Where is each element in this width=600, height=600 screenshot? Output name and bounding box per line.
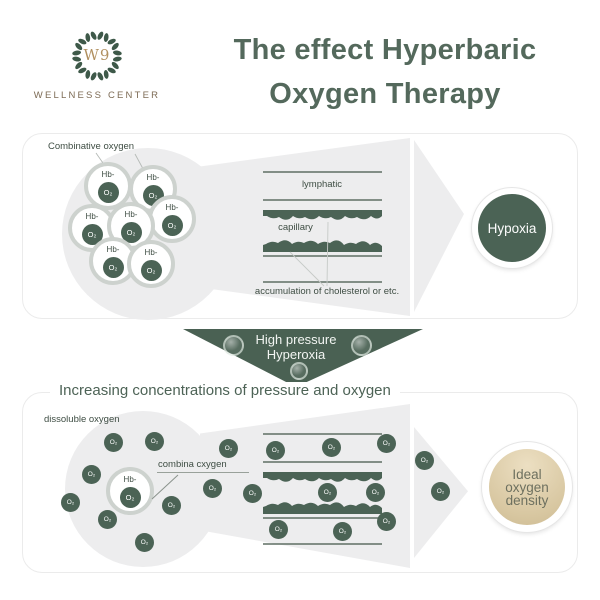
logo-name: WELLNESS CENTER — [33, 90, 161, 101]
hb-label: Hb- — [123, 475, 137, 484]
ideal-line3: density — [505, 492, 549, 508]
o2-molecule: O₂ — [318, 483, 337, 502]
vessel-diagram — [263, 171, 382, 287]
combined-label-underline — [157, 472, 249, 473]
hb-label: Hb- — [165, 203, 179, 212]
title-line2: Oxygen Therapy — [269, 78, 501, 110]
bubble-icon — [223, 335, 244, 356]
wellness-wreath-logo-icon — [72, 31, 122, 81]
increasing-caption: Increasing concentrations of pressure an… — [50, 382, 400, 399]
o2-molecule: O₂ — [61, 493, 80, 512]
o2-molecule: O₂ — [161, 215, 183, 236]
o2-molecule: O₂ — [135, 533, 154, 552]
page-title: The effect Hyperbaric Oxygen Therapy — [195, 28, 575, 116]
arrow-text-line1: High pressure — [255, 332, 337, 347]
ideal-oxygen-result-circle: Ideal oxygen density — [482, 442, 572, 532]
o2-molecule: O₂ — [140, 260, 162, 281]
o2-molecule: O₂ — [366, 483, 385, 502]
o2-molecule: O₂ — [431, 482, 450, 501]
o2-molecule: O₂ — [269, 520, 288, 539]
o2-molecule: O₂ — [203, 479, 222, 498]
vessel-diagram — [263, 433, 382, 545]
hb-label: Hb- — [101, 170, 115, 179]
bubble-icon — [351, 335, 372, 356]
cluster-label: Combinative oxygen — [48, 141, 135, 152]
o2-molecule: O₂ — [102, 257, 124, 278]
hb-o2-cell: Hb- O₂ — [106, 467, 154, 515]
o2-molecule: O₂ — [162, 496, 181, 515]
o2-molecule: O₂ — [266, 441, 285, 460]
o2-molecule: O₂ — [322, 438, 341, 457]
o2-molecule: O₂ — [145, 432, 164, 451]
combined-leader-line — [151, 474, 179, 500]
capillary-label: capillary — [278, 222, 313, 233]
hb-label: Hb- — [124, 210, 138, 219]
o2-molecule: O₂ — [415, 451, 434, 470]
hb-o2-cell: Hb- O₂ — [148, 195, 196, 243]
o2-molecule: O₂ — [243, 484, 262, 503]
combined-oxygen-label: combina cxygen — [158, 459, 227, 470]
hb-label: Hb- — [146, 173, 160, 182]
cholesterol-note: accumulation of cholesterol or etc. — [254, 286, 400, 297]
dissolved-oxygen-label: dissoluble oxygen — [44, 414, 120, 425]
logo-monogram: W9 — [83, 46, 111, 64]
ideal-line2: oxygen — [505, 479, 549, 495]
o2-molecule: O₂ — [120, 222, 142, 243]
o2-molecule: O₂ — [219, 439, 238, 458]
hypoxia-label: Hypoxia — [487, 220, 537, 236]
o2-molecule: O₂ — [98, 510, 117, 529]
title-line1: The effect Hyperbaric — [233, 34, 537, 66]
arrow-text-line2: Hyperoxia — [266, 347, 326, 362]
o2-molecule: O₂ — [377, 434, 396, 453]
ideal-line1: Ideal — [512, 466, 542, 482]
o2-molecule: O₂ — [333, 522, 352, 541]
o2-molecule: O₂ — [82, 465, 101, 484]
o2-molecule: O₂ — [97, 182, 119, 203]
hb-label: Hb- — [144, 248, 158, 257]
high-pressure-text: High pressure Hyperoxia — [176, 332, 416, 362]
o2-molecule: O₂ — [81, 224, 103, 245]
hb-label: Hb- — [85, 212, 99, 221]
o2-molecule: O₂ — [119, 487, 141, 508]
bubble-icon — [290, 362, 308, 380]
o2-molecule: O₂ — [377, 512, 396, 531]
flow-funnel — [200, 138, 410, 316]
hb-o2-cell: Hb- O₂ — [127, 240, 175, 288]
hypoxia-result-circle: Hypoxia — [472, 188, 552, 268]
o2-molecule: O₂ — [104, 433, 123, 452]
hb-label: Hb- — [106, 245, 120, 254]
lymphatic-label: lymphatic — [301, 179, 343, 190]
